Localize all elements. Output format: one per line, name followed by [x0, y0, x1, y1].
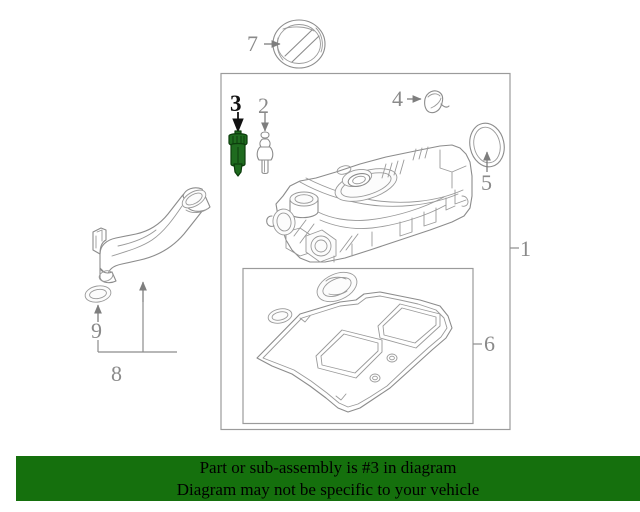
- part-3-sensor-bolt-highlighted: [228, 112, 248, 177]
- parts-diagram-illustration: .ln { fill:none; stroke:#8c8c8c; stroke-…: [84, 19, 519, 431]
- part-5-oil-filler-seal: [469, 122, 505, 172]
- callout-label-9: 9: [91, 318, 102, 343]
- callout-label-2: 2: [258, 93, 269, 118]
- callout-label-5: 5: [481, 170, 492, 195]
- callout-label-3: 3: [230, 91, 242, 116]
- part-9-duct-seal-oring: [84, 285, 112, 322]
- part-7-oil-filler-cap: [264, 19, 326, 69]
- notice-line-2: Diagram may not be specific to your vehi…: [176, 480, 480, 499]
- part-1-valve-cover-assembly: [266, 144, 473, 263]
- callout-label-1: 1: [520, 236, 531, 261]
- callout-label-7: 7: [247, 31, 258, 56]
- callout-label-8: 8: [111, 361, 122, 386]
- callout-label-6: 6: [484, 331, 495, 356]
- notice-line-1: Part or sub-assembly is #3 in diagram: [199, 458, 457, 477]
- group-box-1: [220, 72, 519, 431]
- group-box-6: [242, 267, 482, 425]
- part-8-air-intake-duct: [92, 187, 211, 353]
- part-2-bolt-grommet: [256, 112, 274, 175]
- part-4-retaining-clip: [407, 90, 450, 114]
- part-notice-banner: Part or sub-assembly is #3 in diagram Di…: [16, 456, 640, 501]
- part-6-valve-cover-gasket-set: [256, 271, 453, 413]
- parts-diagram: .ln { fill:none; stroke:#8c8c8c; stroke-…: [84, 19, 531, 431]
- callout-label-4: 4: [392, 86, 403, 111]
